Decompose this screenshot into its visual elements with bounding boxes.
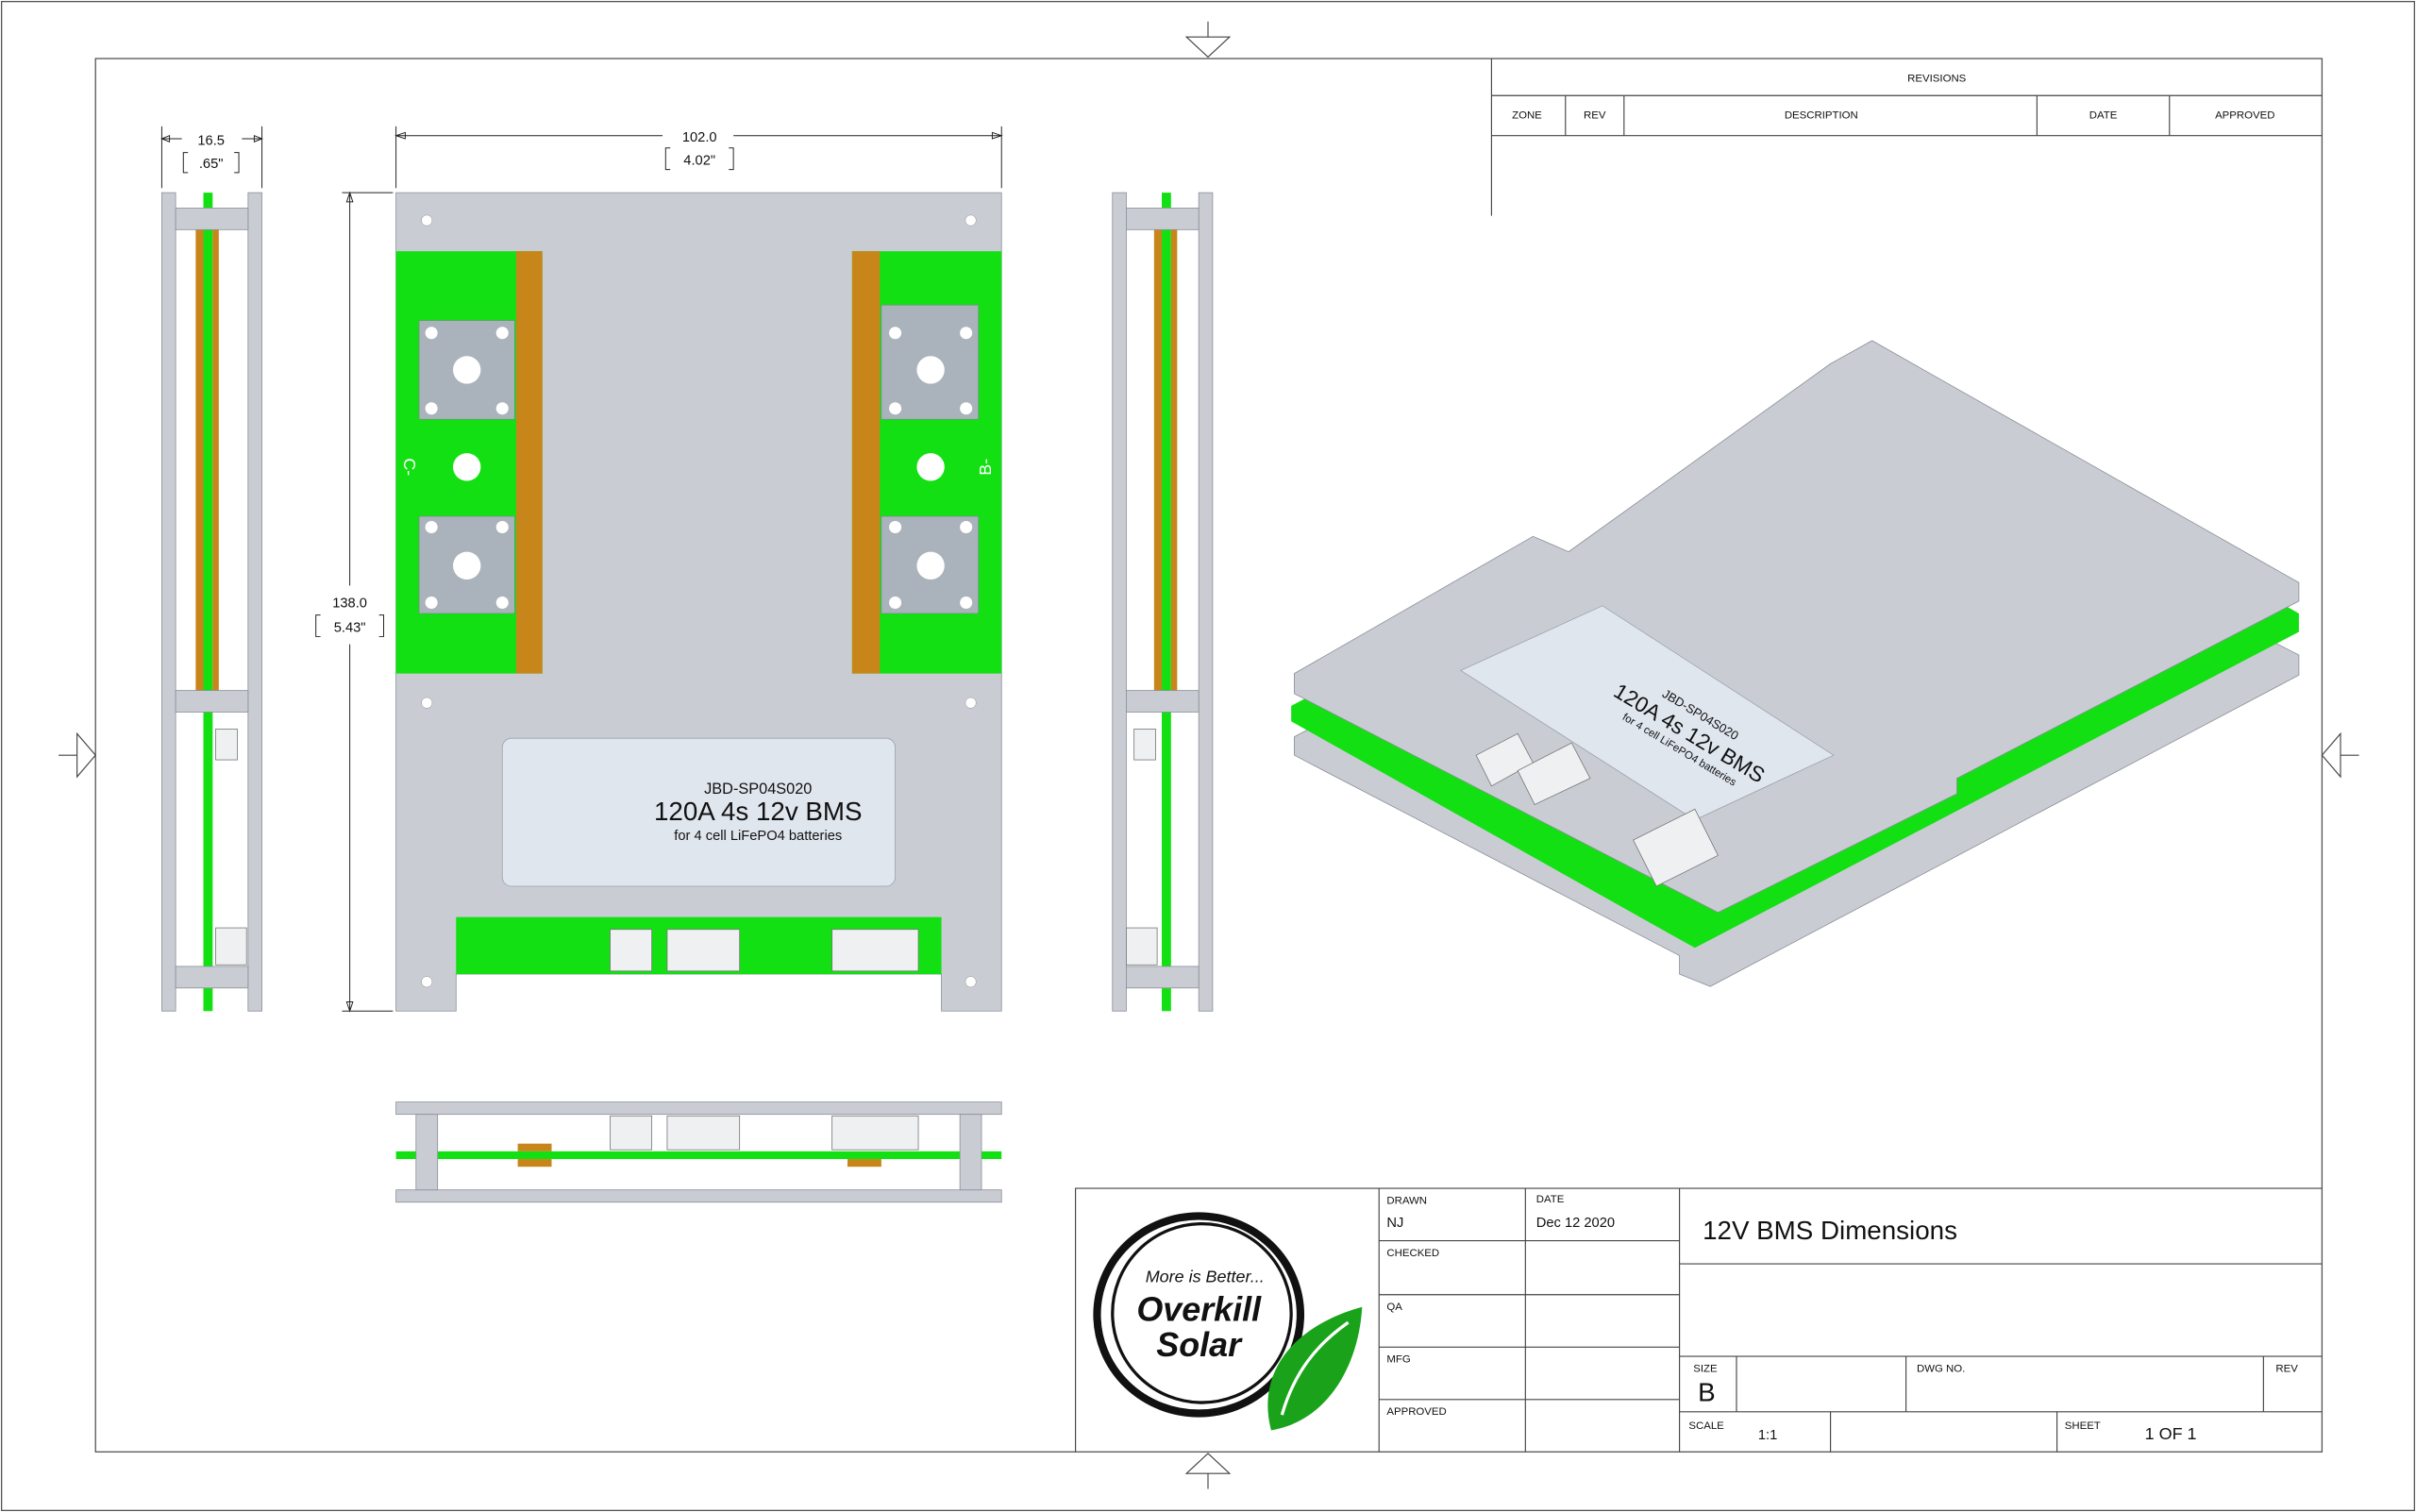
- svg-text:5.43": 5.43": [334, 621, 366, 636]
- svg-text:Dec 12 2020: Dec 12 2020: [1536, 1216, 1615, 1231]
- dimension-thickness: 16.5 .65": [160, 126, 263, 189]
- bottom-view: [395, 1101, 1002, 1203]
- board-name: 120A 4s 12v BMS: [654, 797, 863, 826]
- side-view-left: [161, 192, 262, 1012]
- svg-text:4.02": 4.02": [683, 154, 715, 169]
- revisions-title: REVISIONS: [1907, 74, 1967, 85]
- svg-text:APPROVED: APPROVED: [1386, 1406, 1446, 1418]
- terminal-c-minus-label: C-: [400, 458, 419, 476]
- svg-text:102.0: 102.0: [682, 130, 717, 145]
- rev-col-zone: ZONE: [1512, 110, 1542, 122]
- svg-text:DATE: DATE: [1536, 1194, 1565, 1205]
- svg-text:REV: REV: [2275, 1363, 2298, 1374]
- overkill-solar-logo: More is Better... Overkill Solar: [1093, 1212, 1363, 1431]
- svg-text:SIZE: SIZE: [1693, 1363, 1718, 1374]
- drawing-title: 12V BMS Dimensions: [1703, 1216, 1957, 1245]
- svg-text:MFG: MFG: [1386, 1354, 1410, 1366]
- svg-text:Overkill: Overkill: [1136, 1290, 1262, 1329]
- isometric-view: JBD-SP04S020 120A 4s 12v BMS for 4 cell …: [1291, 340, 2300, 987]
- svg-text:16.5: 16.5: [197, 134, 225, 149]
- svg-text:DWG NO.: DWG NO.: [1917, 1363, 1965, 1374]
- svg-text:Solar: Solar: [1156, 1325, 1243, 1364]
- dimension-width: 102.0 4.02": [394, 126, 1003, 189]
- svg-text:CHECKED: CHECKED: [1386, 1248, 1439, 1259]
- title-block: DRAWN NJ DATE Dec 12 2020 CHECKED QA MFG…: [1075, 1187, 2323, 1453]
- rev-col-approved: APPROVED: [2215, 110, 2274, 122]
- svg-text:QA: QA: [1386, 1302, 1402, 1313]
- svg-text:.65": .65": [199, 157, 224, 172]
- terminal-b-minus-label: B-: [976, 459, 995, 476]
- svg-text:138.0: 138.0: [332, 596, 367, 611]
- rev-col-rev: REV: [1584, 110, 1606, 122]
- board-subtitle: for 4 cell LiFePO4 batteries: [674, 829, 842, 844]
- svg-text:1 OF 1: 1 OF 1: [2145, 1424, 2197, 1443]
- front-view: C- B- JBD-SP04S020 120A 4s 12v BMS for 4…: [395, 192, 1002, 1012]
- board-label: [501, 737, 896, 887]
- svg-text:NJ: NJ: [1386, 1216, 1403, 1231]
- board-model: JBD-SP04S020: [704, 781, 812, 798]
- center-markers: [59, 21, 2359, 1489]
- svg-text:B: B: [1698, 1377, 1716, 1406]
- svg-text:DRAWN: DRAWN: [1386, 1195, 1427, 1206]
- revisions-table: REVISIONS ZONE REV DESCRIPTION DATE APPR…: [1490, 59, 2323, 216]
- svg-text:More is Better...: More is Better...: [1146, 1268, 1265, 1286]
- svg-text:SCALE: SCALE: [1688, 1420, 1724, 1432]
- side-view-right: [1112, 192, 1214, 1012]
- svg-text:1:1: 1:1: [1758, 1428, 1777, 1443]
- rev-col-description: DESCRIPTION: [1785, 110, 1858, 122]
- rev-col-date: DATE: [2089, 110, 2118, 122]
- dimension-height: 138.0 5.43": [315, 191, 394, 1013]
- svg-text:SHEET: SHEET: [2065, 1420, 2101, 1432]
